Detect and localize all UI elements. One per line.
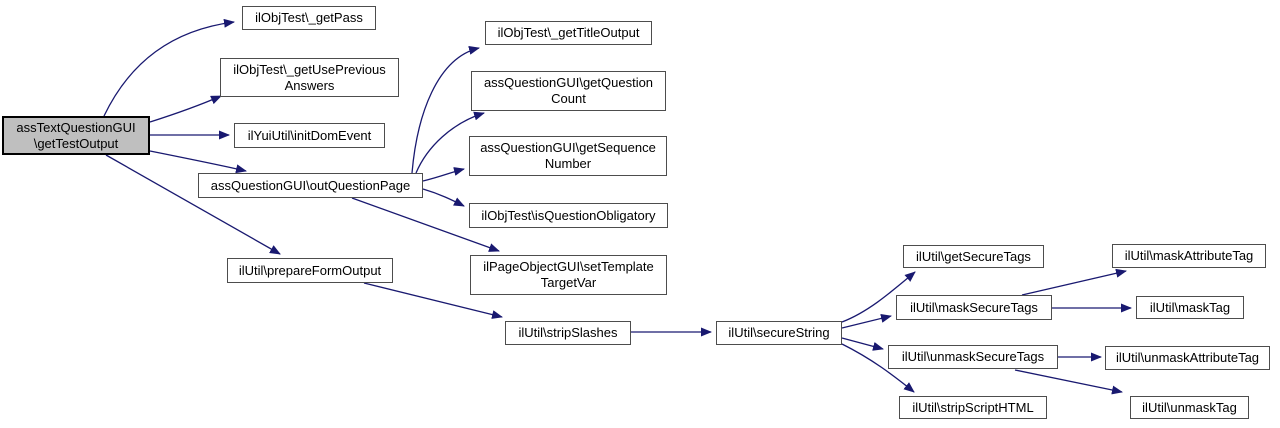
node-ilobjtest-getusepreviousanswers[interactable]: ilObjTest\_getUsePrevious Answers — [220, 58, 399, 97]
edge-main-to-outquestionpage — [149, 150, 247, 174]
node-label: ilObjTest\isQuestionObligatory — [481, 207, 656, 223]
edge-masksecuretags-to-maskattributetag — [1021, 268, 1127, 296]
node-ilyuiutil-initdomevent[interactable]: ilYuiUtil\initDomEvent — [234, 123, 385, 148]
node-label: ilObjTest\_getPass — [255, 10, 363, 25]
node-label: ilUtil\stripSlashes — [518, 325, 618, 340]
node-ilobjtest-isquestionobligatory[interactable]: ilObjTest\isQuestionObligatory — [469, 203, 668, 228]
node-ilobjtest-gettitleoutput[interactable]: ilObjTest\_getTitleOutput — [485, 21, 652, 45]
edge-outquestionpage-to-settemplatetargetvar — [351, 197, 500, 252]
node-label: ilUtil\unmaskTag — [1142, 399, 1237, 415]
node-ilobjtest-getpass[interactable]: ilObjTest\_getPass — [242, 6, 376, 30]
edge-securestring-to-getsecuretags — [841, 271, 916, 323]
node-ilutil-stripslashes[interactable]: ilUtil\stripSlashes — [505, 321, 631, 345]
node-ilutil-masktag[interactable]: ilUtil\maskTag — [1136, 296, 1244, 319]
node-ilutil-masksecuretags[interactable]: ilUtil\maskSecureTags — [896, 295, 1052, 320]
edge-outquestionpage-to-getquestioncount — [415, 111, 485, 174]
node-assquestiongui-outquestionpage[interactable]: assQuestionGUI\outQuestionPage — [198, 173, 423, 198]
edge-prepareformoutput-to-stripslashes — [363, 282, 503, 319]
edge-outquestionpage-to-isquestionobligatory — [422, 188, 465, 207]
edge-main-to-getusepreviousanswers — [149, 95, 222, 123]
node-label: ilUtil\prepareFormOutput — [238, 262, 382, 278]
edge-main-to-getpass — [103, 18, 235, 117]
node-ilutil-maskattributetag[interactable]: ilUtil\maskAttributeTag — [1112, 244, 1266, 268]
edge-outquestionpage-to-getsequencenumber — [422, 167, 465, 182]
edge-securestring-to-stripscripthtml — [841, 343, 915, 393]
edge-outquestionpage-to-gettitleoutput — [411, 45, 480, 174]
node-label: ilObjTest\_getUsePrevious — [233, 61, 386, 77]
node-label: ilUtil\stripScriptHTML — [912, 399, 1034, 415]
node-label: ilPageObjectGUI\setTemplate — [483, 259, 654, 274]
node-label: TargetVar — [540, 275, 597, 290]
node-ilutil-unmasksecuretags[interactable]: ilUtil\unmaskSecureTags — [888, 345, 1058, 369]
node-asstextquestiongui-gettestoutput: assTextQuestionGUI \getTestOutput — [2, 116, 150, 155]
edge-securestring-to-unmasksecuretags — [841, 337, 884, 351]
node-label: ilUtil\unmaskSecureTags — [901, 349, 1045, 364]
node-label: assQuestionGUI\getQuestion — [483, 75, 654, 90]
node-label: ilUtil\maskTag — [1149, 299, 1231, 315]
node-ilutil-unmaskattributetag[interactable]: ilUtil\unmaskAttributeTag — [1105, 346, 1270, 370]
node-label: Number — [544, 156, 592, 171]
node-ilutil-stripscripthtml[interactable]: ilUtil\stripScriptHTML — [899, 396, 1047, 419]
node-label: \getTestOutput — [33, 135, 119, 151]
node-label: ilObjTest\_getTitleOutput — [497, 25, 640, 40]
node-ilutil-securestring[interactable]: ilUtil\secureString — [716, 321, 842, 345]
node-label: ilUtil\unmaskAttributeTag — [1115, 350, 1260, 365]
node-label: ilUtil\maskAttributeTag — [1124, 248, 1254, 263]
node-label: ilUtil\secureString — [728, 325, 830, 340]
node-ilutil-getsecuretags[interactable]: ilUtil\getSecureTags — [903, 245, 1044, 268]
node-label: ilUtil\getSecureTags — [916, 248, 1031, 264]
edge-securestring-to-masksecuretags — [841, 314, 892, 329]
edge-main-to-prepareformoutput — [105, 154, 281, 255]
node-label: Answers — [284, 77, 335, 93]
node-ilutil-unmasktag[interactable]: ilUtil\unmaskTag — [1130, 396, 1249, 419]
node-label: Count — [551, 91, 586, 106]
node-ilutil-prepareformoutput[interactable]: ilUtil\prepareFormOutput — [227, 258, 393, 283]
node-label: assTextQuestionGUI — [16, 119, 136, 135]
node-label: ilUtil\maskSecureTags — [910, 299, 1038, 315]
edge-unmasksecuretags-to-unmasktag — [1014, 369, 1123, 395]
node-label: assQuestionGUI\outQuestionPage — [210, 177, 411, 193]
node-label: assQuestionGUI\getSequence — [480, 140, 656, 155]
node-label: ilYuiUtil\initDomEvent — [247, 127, 372, 143]
node-assquestiongui-getsequencenumber[interactable]: assQuestionGUI\getSequence Number — [469, 136, 667, 176]
node-ilpageobjectgui-settemplatetargetvar[interactable]: ilPageObjectGUI\setTemplate TargetVar — [470, 255, 667, 295]
node-assquestiongui-getquestioncount[interactable]: assQuestionGUI\getQuestion Count — [471, 71, 666, 111]
